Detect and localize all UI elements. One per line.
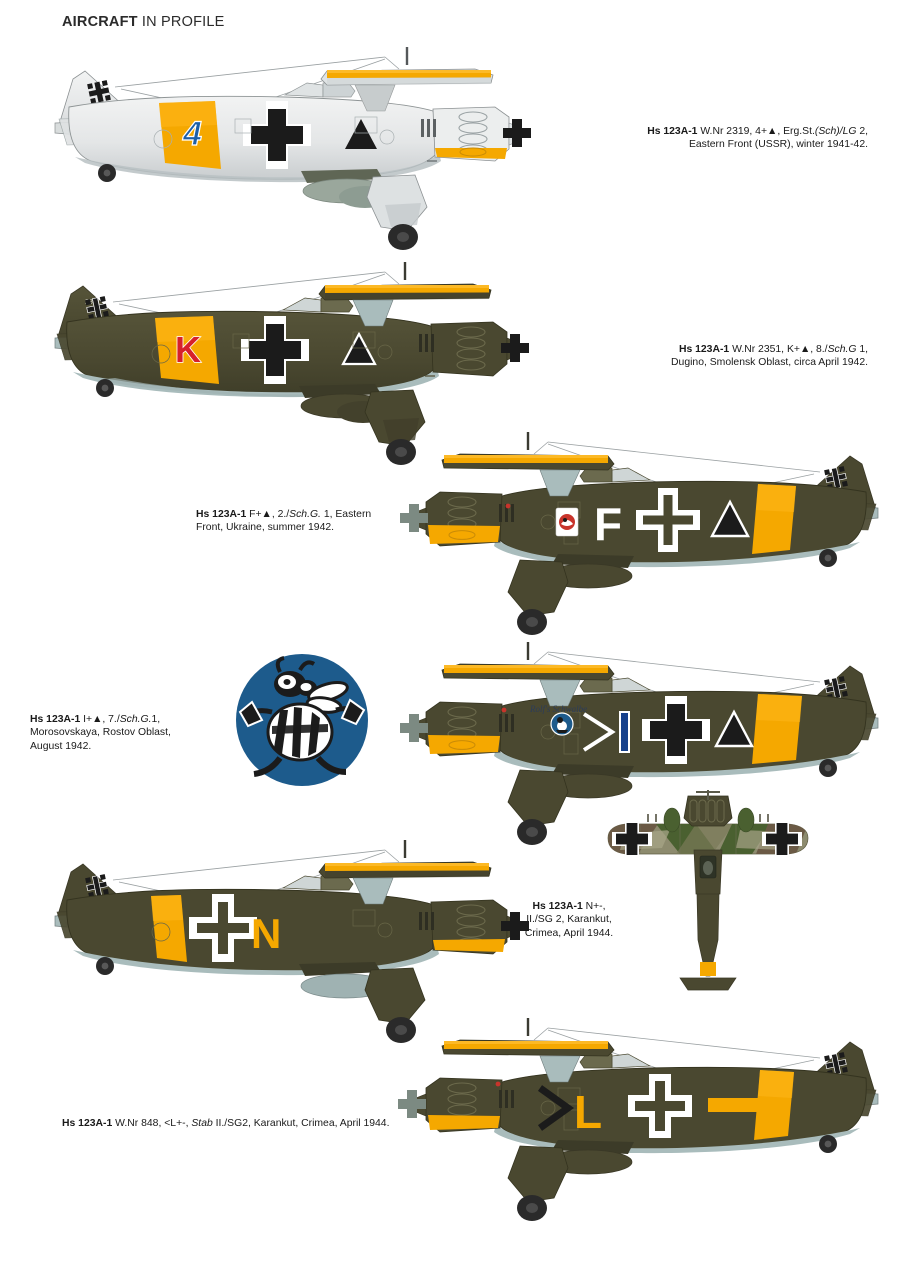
caption-4-italic: Sch.G. xyxy=(119,714,152,725)
caption-2-l1a: W.Nr 2351, K+▲, 8./ xyxy=(729,344,828,355)
wing-cross-right xyxy=(762,819,802,859)
aircraft-profile-3: F xyxy=(398,432,879,635)
unit-badge-large xyxy=(232,650,372,795)
caption-3-l1b: 1, Eastern xyxy=(320,509,372,520)
badge-insect xyxy=(238,656,366,777)
caption-4-l1a: I+▲, 7./ xyxy=(80,714,120,725)
fuselage-cross-1 xyxy=(243,101,311,169)
code-letter-N: N xyxy=(251,910,281,957)
caption-4-l1b: 1, xyxy=(151,714,161,725)
wing-cross-left xyxy=(612,819,652,859)
nose-cross xyxy=(503,119,531,147)
stab-chevron-4 xyxy=(582,712,616,752)
aircraft-profile-1: 4 xyxy=(54,45,531,260)
unit-badge-shield-3 xyxy=(555,507,579,537)
caption-profile-4: Hs 123A-1 I+▲, 7./Sch.G.1, Morosovskaya,… xyxy=(30,713,230,753)
fuselage-cross-3 xyxy=(636,488,700,552)
yellow-bar-6 xyxy=(708,1098,766,1112)
geschwader-triangle-2 xyxy=(341,331,377,366)
aircraft-topview xyxy=(600,790,815,1005)
nose-script-4: Rolf's Schwalbe xyxy=(529,704,587,714)
caption-1-l1a: W.Nr 2319, 4+▲, Erg.St. xyxy=(697,126,815,137)
caption-3-l2: Front, Ukraine, summer 1942. xyxy=(196,522,335,534)
code-letter-K: K xyxy=(175,329,201,370)
markings-3: F xyxy=(505,488,750,552)
caption-5-l2: II./SG 2, Karankut, xyxy=(526,914,612,926)
fuselage-cross-4 xyxy=(642,696,710,764)
aircraft-profile-5: N xyxy=(54,840,529,1043)
aircraft-profile-6: L xyxy=(398,1018,879,1221)
code-letter-I xyxy=(619,711,630,753)
geschwader-triangle-4 xyxy=(714,709,754,748)
caption-3-l1a: F+▲, 2./ xyxy=(246,509,290,520)
aircraft-profile-4: Rolf's Schwalbe xyxy=(398,642,879,845)
markings-6: L xyxy=(495,1074,766,1138)
caption-6-prefix: Hs 123A-1 xyxy=(62,1118,113,1129)
caption-5-l3: Crimea, April 1944. xyxy=(524,927,614,939)
caption-4-prefix: Hs 123A-1 xyxy=(30,714,81,725)
geschwader-triangle-1 xyxy=(345,119,377,149)
fuselage-cross-2 xyxy=(241,316,309,384)
caption-profile-topview: Hs 123A-1 N+-, II./SG 2, Karankut, Crime… xyxy=(494,900,644,940)
caption-1-italic: (Sch)/LG xyxy=(814,126,857,137)
code-letter-F: F xyxy=(594,498,622,550)
caption-2-prefix: Hs 123A-1 xyxy=(678,344,730,355)
caption-6-italic: Stab xyxy=(191,1118,213,1129)
fuel-triangle-6 xyxy=(495,1081,501,1087)
caption-profile-3: Hs 123A-1 F+▲, 2./Sch.G. 1, Eastern Fron… xyxy=(196,508,381,535)
code-number-4: 4 xyxy=(182,115,202,153)
caption-6-l1a: W.Nr 848, <L+-, xyxy=(112,1118,192,1129)
caption-5-l1: N+-, xyxy=(582,901,606,912)
geschwader-triangle-3 xyxy=(710,499,750,538)
caption-1-prefix: Hs 123A-1 xyxy=(647,126,698,137)
aircraft-profile-2: 2351 K xyxy=(54,262,529,467)
caption-profile-6: Hs 123A-1 W.Nr 848, <L+-, Stab II./SG2, … xyxy=(62,1117,402,1130)
caption-5-prefix: Hs 123A-1 xyxy=(532,901,583,912)
page-title-rest: IN PROFILE xyxy=(137,14,225,30)
caption-3-italic: Sch.G. xyxy=(289,509,321,520)
caption-2-l2: Dugino, Smolensk Oblast, circa April 194… xyxy=(671,357,868,369)
markings-4: Rolf's Schwalbe xyxy=(501,696,754,764)
fuselage-cross-5 xyxy=(189,894,257,962)
fuel-triangle-4 xyxy=(501,707,507,713)
caption-2-l1b: 1, xyxy=(856,344,868,355)
caption-profile-2: Hs 123A-1 W.Nr 2351, K+▲, 8./Sch.G 1, Du… xyxy=(520,343,868,370)
page-title: AIRCRAFT IN PROFILE xyxy=(62,14,225,30)
page-title-bold: AIRCRAFT xyxy=(62,14,138,30)
caption-4-l2: Morosovskaya, Rostov Oblast, xyxy=(30,727,171,739)
caption-1-l1b: 2, xyxy=(856,126,868,137)
code-letter-L: L xyxy=(574,1086,602,1138)
caption-4-l3: August 1942. xyxy=(30,740,92,752)
caption-profile-1: Hs 123A-1 W.Nr 2319, 4+▲, Erg.St.(Sch)/L… xyxy=(520,125,868,152)
fuselage-cross-6 xyxy=(628,1074,692,1138)
unit-badge-disc-4 xyxy=(550,712,574,736)
stab-chevron-6 xyxy=(537,1085,575,1131)
fuel-triangle-3 xyxy=(505,503,511,509)
caption-2-italic: Sch.G xyxy=(827,344,857,355)
caption-3-prefix: Hs 123A-1 xyxy=(196,509,247,520)
caption-1-l2: Eastern Front (USSR), winter 1941-42. xyxy=(688,139,868,151)
caption-6-l1b: II./SG2, Karankut, Crimea, April 1944. xyxy=(212,1118,390,1129)
